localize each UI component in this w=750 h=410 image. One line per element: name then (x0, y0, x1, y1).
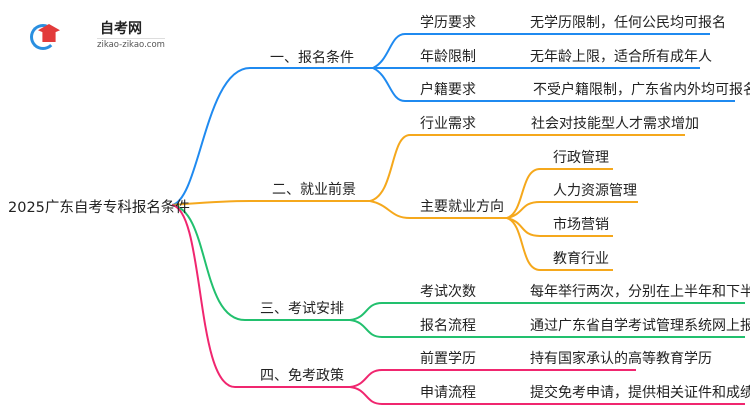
branch3-child2-label: 报名流程 (420, 318, 476, 334)
edge-b3-c2 (349, 319, 745, 338)
branch2-label: 二、就业前景 (272, 181, 356, 198)
branch2-child1-label: 行业需求 (420, 116, 476, 132)
branch1-label: 一、报名条件 (270, 49, 354, 66)
branch4-child1-label: 前置学历 (420, 350, 476, 367)
branch1-child1-label: 学历要求 (420, 15, 476, 31)
branch1-child2-value: 无年龄上限，适合所有成年人 (530, 49, 712, 65)
edge-root-branch3 (171, 204, 350, 321)
branch3-child2-value: 通过广东省自学考试管理系统网上报名 (530, 318, 750, 334)
branch4-child1-value: 持有国家承认的高等教育学历 (530, 350, 712, 367)
edge-root-branch1 (171, 67, 375, 206)
edge-root-branch4 (171, 204, 350, 388)
edge-b3-c1 (349, 302, 745, 321)
edge-b4-c1 (349, 369, 636, 388)
edge-b1-c1 (372, 33, 710, 69)
logo-url: zikao-zikao.com (97, 38, 165, 50)
edge-root-branch2 (171, 200, 370, 206)
branch4-child2-value: 提交免考申请，提供相关证件和成绩单 (530, 384, 750, 401)
edge-b2-c2 (369, 200, 507, 219)
branch2-sub4: 教育行业 (553, 251, 609, 267)
branch4-child2-label: 申请流程 (420, 385, 476, 401)
branch1-child2-label: 年龄限制 (420, 49, 476, 65)
branch3-child1-value: 每年举行两次，分别在上半年和下半年 (530, 284, 750, 300)
branch3-child1-label: 考试次数 (420, 284, 476, 300)
branch2-child1-value: 社会对技能型人才需求增加 (531, 116, 699, 132)
edge-b1-c3 (372, 67, 735, 102)
branch1-child3-value: 不受户籍限制，广东省内外均可报名 (533, 81, 750, 98)
logo-title: 自考网 (100, 21, 142, 37)
edge-b2-s1 (506, 168, 613, 219)
edge-b2-s4 (506, 217, 613, 271)
edge-b2-s2 (506, 201, 638, 219)
branch2-sub3: 市场营销 (553, 216, 609, 233)
branch2-sub1: 行政管理 (553, 150, 609, 166)
branch2-sub2: 人力资源管理 (553, 183, 637, 199)
edge-b2-c1 (369, 134, 685, 202)
edge-b2-s3 (506, 217, 613, 237)
logo-ring-icon (30, 24, 56, 50)
branch3-label: 三、考试安排 (260, 301, 344, 317)
root-node: 2025广东自考专科报名条件 (8, 199, 190, 216)
logo: 自考网 zikao-zikao.com (30, 18, 200, 50)
branch1-child3-label: 户籍要求 (420, 81, 476, 98)
branch1-child1-value: 无学历限制，任何公民均可报名 (530, 15, 726, 31)
graduation-cap-icon (38, 24, 60, 42)
branch4-label: 四、免考政策 (260, 367, 344, 384)
branch2-child2-label: 主要就业方向 (420, 199, 504, 215)
edge-b4-c2 (349, 386, 745, 405)
